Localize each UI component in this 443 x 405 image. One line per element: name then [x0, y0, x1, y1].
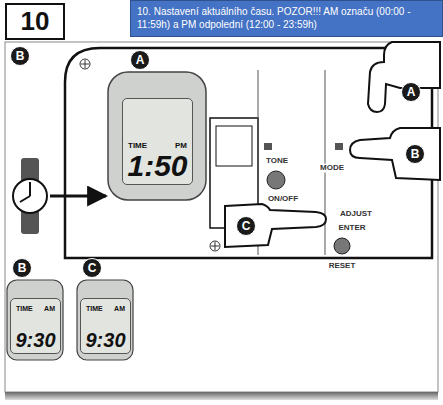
lcd-digits: 1:50	[127, 151, 187, 181]
lcd-display: TIME AM 9:30	[10, 298, 61, 354]
button-label: MODE	[319, 164, 345, 173]
watch-face	[13, 179, 47, 213]
display-bezel	[77, 280, 133, 360]
panel-shadow	[5, 392, 438, 400]
lcd-display: TIME AM 9:30	[80, 298, 131, 354]
button-label: ADJUST	[339, 210, 373, 219]
lcd-digits: 9:30	[15, 330, 55, 350]
callout-letter: B	[405, 144, 425, 164]
step-number: 10	[5, 3, 65, 40]
callout-letter: C	[236, 216, 256, 236]
callout-letter: C	[82, 258, 102, 278]
step-number: 10	[21, 6, 50, 37]
button-label: ENTER	[337, 224, 366, 233]
callout-letter: A	[401, 82, 421, 102]
lcd-label: AM	[44, 305, 55, 312]
callout-letter: B	[12, 258, 32, 278]
button	[334, 238, 350, 254]
arrow	[50, 195, 106, 198]
lcd-label: TIME	[86, 305, 103, 312]
button-label: RESET	[328, 262, 357, 271]
lcd-label: PM	[175, 141, 187, 150]
watch-hands	[20, 182, 30, 202]
lcd-label: TIME	[16, 305, 33, 312]
lcd-digits: 9:30	[85, 330, 125, 350]
button-label: ON/OFF	[267, 195, 299, 204]
button-label: TONE	[265, 157, 289, 166]
lcd-display: TIME PM1:50	[122, 98, 193, 185]
hand	[350, 128, 440, 180]
display-bezel	[108, 72, 206, 200]
display-bezel	[7, 280, 63, 360]
lcd-label: TIME	[128, 141, 147, 150]
cover-window	[216, 126, 252, 166]
indicator	[335, 143, 343, 150]
screw	[80, 59, 220, 251]
indicator	[264, 143, 272, 150]
callout-letter: B	[10, 46, 30, 66]
hand	[225, 204, 326, 247]
hand	[368, 42, 440, 112]
lcd-label: AM	[114, 305, 125, 312]
button	[267, 171, 285, 189]
title-banner: 10. Nastavení aktuálního času. POZOR!!! …	[130, 0, 443, 37]
callout-letter: A	[130, 50, 150, 70]
